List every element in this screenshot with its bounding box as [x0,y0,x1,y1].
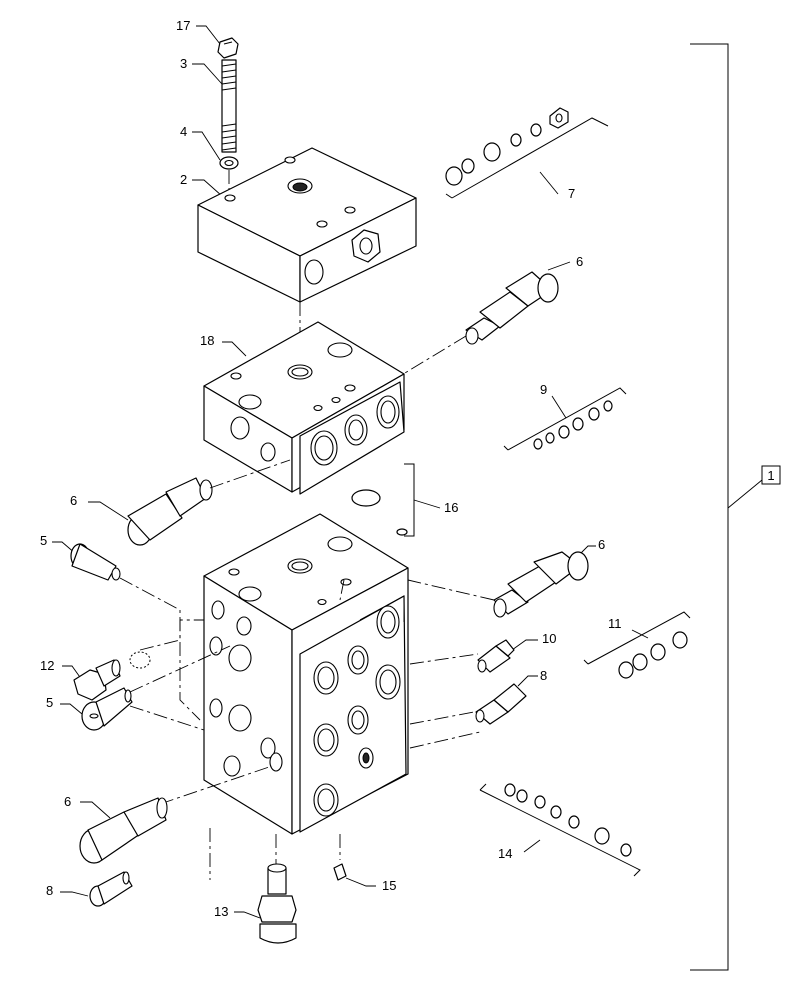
plug-icon [81,687,133,731]
callout-7: 7 [568,186,575,201]
seal-kit-9: 9 [503,382,627,451]
seal-kit-14: 14 [479,783,641,877]
main-valve-body [203,513,409,835]
relief-cartridge-icon [465,271,559,345]
seal-kit-7: 7 [445,107,609,201]
callout-2: 2 [180,172,187,187]
callout-6-top: 6 [576,254,583,269]
plug-icon [477,639,515,673]
callout-4: 4 [180,124,187,139]
washer-icon [219,156,239,170]
relief-cartridge-icon [127,477,213,546]
seal-ring-icon [351,489,381,507]
callout-1: 1 [767,468,774,483]
callout-6-bottom: 6 [64,794,71,809]
callout-3: 3 [180,56,187,71]
callout-10: 10 [542,631,556,646]
seal-kit-11: 11 [583,611,691,679]
relief-cartridge-icon [493,551,589,618]
callout-9: 9 [540,382,547,397]
callout-15: 15 [382,878,396,893]
hex-nut-icon [217,37,239,59]
callout-14: 14 [498,846,512,861]
callout-16: 16 [444,500,458,515]
callout-8-right: 8 [540,668,547,683]
plug-icon [333,863,347,881]
plug-icon [70,543,121,581]
end-cover-block [197,147,417,303]
middle-valve-block [203,321,405,495]
assembly-bracket: 1 [690,43,781,971]
relief-cartridge-icon [257,863,297,944]
stud-bolt-icon [221,59,237,153]
plug-icon [89,871,133,907]
plug-icon [351,229,381,263]
callout-5-bottom: 5 [46,695,53,710]
callout-8-bottom: 8 [46,883,53,898]
plug-icon [73,659,121,701]
relief-cartridge-icon [79,797,168,864]
callout-17: 17 [176,18,190,33]
callout-13: 13 [214,904,228,919]
callout-12: 12 [40,658,54,673]
callout-11: 11 [608,616,622,631]
callout-6-right: 6 [598,537,605,552]
callout-6-left: 6 [70,493,77,508]
plug-icon [475,683,527,725]
callout-5-top: 5 [40,533,47,548]
callout-18: 18 [200,333,214,348]
